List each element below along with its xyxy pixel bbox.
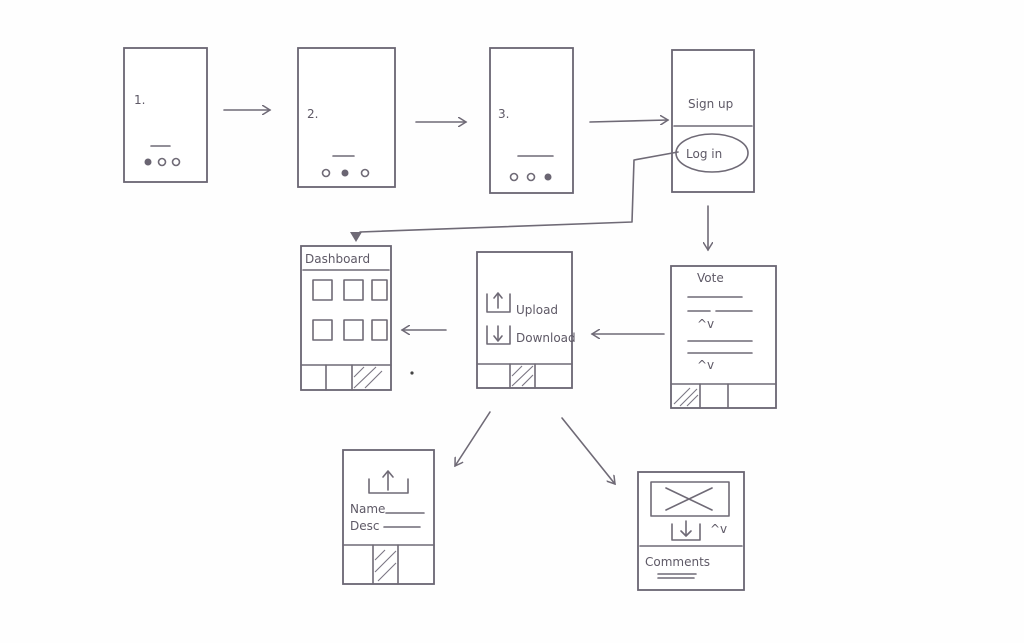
onboarding-screen-1: 1.	[123, 47, 208, 183]
auth-screen: Sign up Log in	[671, 49, 755, 193]
flow-arrow	[454, 411, 491, 466]
download-icon	[671, 520, 701, 541]
connector-arrowhead	[350, 232, 362, 242]
screen-3-label: 3.	[498, 107, 509, 121]
signup-label: Sign up	[688, 97, 733, 111]
pencil-dot	[410, 371, 414, 375]
vote-arrows: ^v	[697, 317, 714, 331]
login-label: Log in	[686, 147, 722, 161]
onboarding-screen-2: 2.	[297, 47, 396, 188]
transfer-screen: Upload Download	[476, 251, 576, 389]
flow-arrow	[561, 417, 615, 484]
detail-screen: ^v Comments	[637, 471, 745, 591]
login-to-dashboard-connector	[359, 151, 679, 233]
detail-vote-arrows: ^v	[710, 522, 727, 536]
page-dots	[509, 172, 552, 182]
screen-2-label: 2.	[307, 107, 318, 121]
vote-arrows: ^v	[697, 358, 714, 372]
screen-1-label: 1.	[134, 93, 145, 107]
page-dots	[321, 168, 370, 178]
upload-icon	[368, 470, 409, 494]
active-tab-hatch	[374, 549, 397, 582]
active-tab-hatch	[353, 366, 383, 389]
upload-icon	[486, 292, 511, 313]
upload-form-screen: Name Desc	[342, 449, 435, 585]
flow-arrow	[589, 120, 668, 122]
download-label: Download	[516, 331, 576, 345]
image-placeholder	[650, 481, 730, 517]
vote-screen: Vote ^v ^v	[670, 265, 777, 409]
active-tab-hatch	[511, 365, 534, 387]
onboarding-screen-3: 3.	[489, 47, 574, 194]
comments-label: Comments	[645, 555, 710, 569]
desc-field-label: Desc	[350, 519, 379, 533]
dashboard-title: Dashboard	[305, 252, 370, 266]
dashboard-screen: Dashboard	[300, 245, 392, 391]
download-icon	[486, 325, 511, 345]
upload-label: Upload	[516, 303, 558, 317]
tile-grid	[312, 279, 388, 341]
active-tab-hatch	[673, 387, 699, 407]
name-field-label: Name	[350, 502, 385, 516]
vote-title: Vote	[697, 271, 724, 285]
page-dots	[144, 157, 181, 167]
